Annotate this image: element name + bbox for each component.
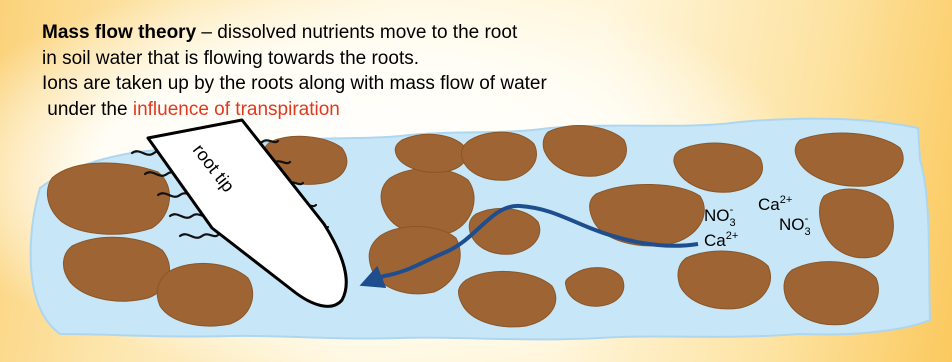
soil-particle: [381, 168, 474, 235]
soil-particle: [157, 263, 253, 326]
soil-particle: [47, 163, 169, 234]
soil-particle: [369, 226, 460, 293]
